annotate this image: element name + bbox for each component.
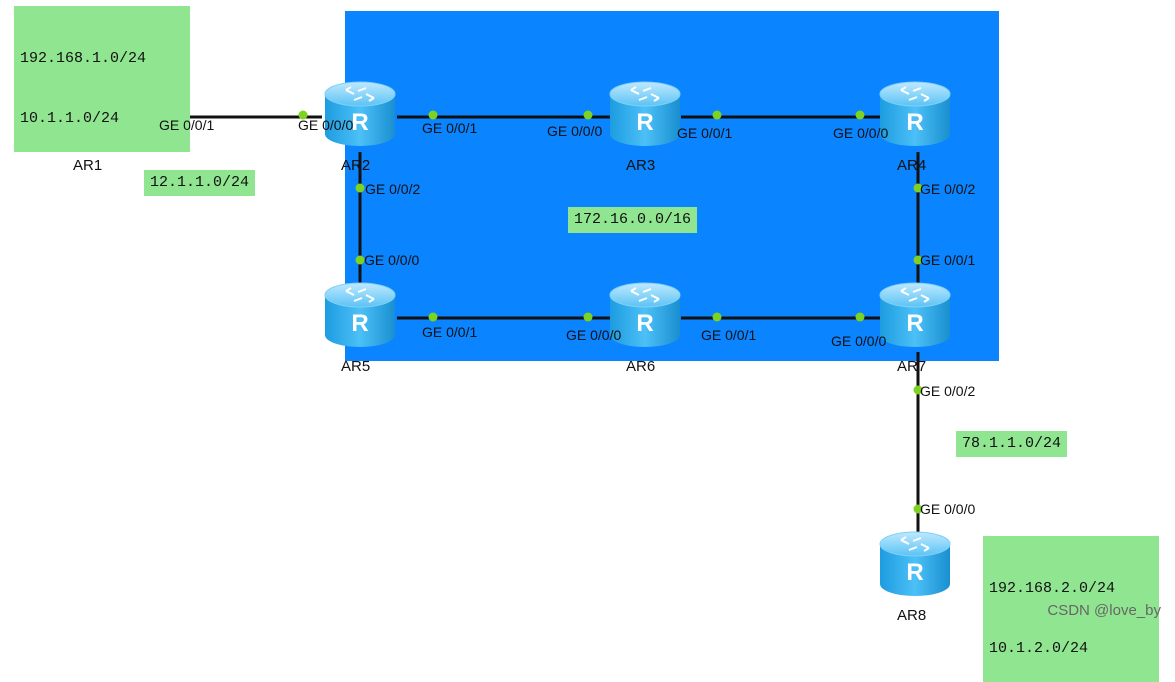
port-dot [298, 110, 308, 120]
note-area-network: 172.16.0.0/16 [568, 207, 698, 233]
port-dot [712, 312, 722, 322]
router-label-ar2: AR2 [341, 157, 371, 174]
port-label-ar3-ge001: GE 0/0/1 [677, 125, 733, 141]
port-label-ar6-ge001: GE 0/0/1 [701, 327, 757, 343]
port-dot [913, 504, 923, 514]
port-label-ar8-ge000: GE 0/0/0 [920, 501, 976, 517]
port-dot [583, 312, 593, 322]
port-dot [355, 183, 365, 193]
note-link-ar7-ar8: 78.1.1.0/24 [956, 431, 1068, 457]
router-ar3-icon[interactable] [609, 81, 681, 147]
note-line: 192.168.1.0/24 [20, 50, 147, 67]
port-label-ar7-ge000: GE 0/0/0 [831, 333, 887, 349]
port-label-ar4-ge000: GE 0/0/0 [833, 125, 889, 141]
note-line: 192.168.2.0/24 [989, 580, 1116, 597]
router-label-ar4: AR4 [897, 157, 927, 174]
port-dot [913, 255, 923, 265]
port-label-ar3-ge000: GE 0/0/0 [547, 123, 603, 139]
router-ar4-icon[interactable] [879, 81, 951, 147]
router-label-ar6: AR6 [626, 358, 656, 375]
port-label-ar7-ge001: GE 0/0/1 [920, 252, 976, 268]
port-label-ar2-ge001: GE 0/0/1 [422, 120, 478, 136]
note-ar1-lan: 192.168.1.0/24 10.1.1.0/24 [14, 6, 190, 152]
port-label-ar4-ge002: GE 0/0/2 [920, 181, 976, 197]
router-label-ar5: AR5 [341, 358, 371, 375]
router-label-ar8: AR8 [897, 607, 927, 624]
port-label-ar6-ge000: GE 0/0/0 [566, 327, 622, 343]
port-dot [712, 110, 722, 120]
note-line: 10.1.2.0/24 [989, 640, 1089, 657]
port-dot [913, 183, 923, 193]
note-link-ar1-ar2: 12.1.1.0/24 [144, 170, 256, 196]
port-dot [428, 110, 438, 120]
port-label-ar5-ge000: GE 0/0/0 [364, 252, 420, 268]
port-label-ar2-ge002: GE 0/0/2 [365, 181, 421, 197]
router-label-ar3: AR3 [626, 157, 656, 174]
router-ar2-icon[interactable] [324, 81, 396, 147]
note-line: 10.1.1.0/24 [20, 110, 120, 127]
router-ar8-icon[interactable] [879, 531, 951, 597]
port-dot [428, 312, 438, 322]
port-label-ar2-ge000: GE 0/0/0 [298, 117, 354, 133]
router-ar7-icon[interactable] [879, 282, 951, 348]
router-label-ar1: AR1 [73, 157, 103, 174]
port-dot [355, 255, 365, 265]
port-label-ar7-ge002: GE 0/0/2 [920, 383, 976, 399]
port-label-ar5-ge001: GE 0/0/1 [422, 324, 478, 340]
port-dot [855, 312, 865, 322]
watermark: CSDN @love_by [1047, 602, 1161, 619]
port-dot [913, 385, 923, 395]
port-label-ar1-ge001: GE 0/0/1 [159, 117, 215, 133]
port-dots [159, 110, 923, 514]
router-label-ar7: AR7 [897, 358, 927, 375]
port-dot [583, 110, 593, 120]
port-dot [855, 110, 865, 120]
router-ar5-icon[interactable] [324, 282, 396, 348]
